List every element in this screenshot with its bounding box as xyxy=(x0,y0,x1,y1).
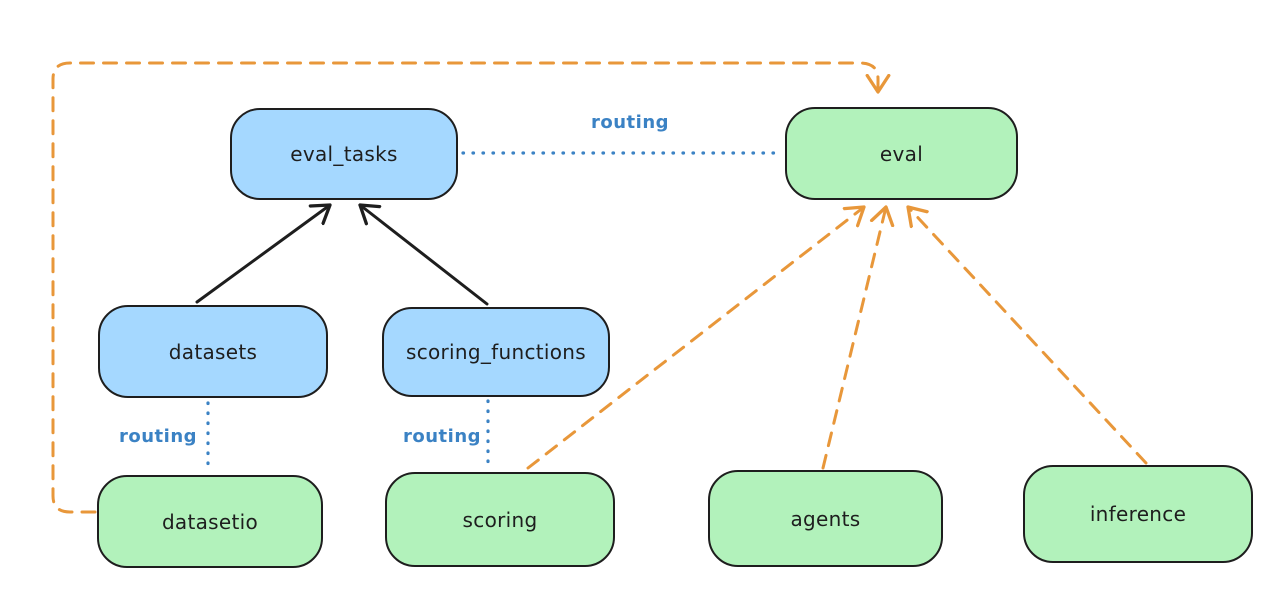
routing-label-datasets-datasetio: routing xyxy=(118,426,198,447)
node-agents: agents xyxy=(708,470,943,567)
node-eval: eval xyxy=(785,107,1018,200)
node-eval-tasks-label: eval_tasks xyxy=(290,142,398,166)
node-inference-label: inference xyxy=(1089,502,1187,526)
node-scoring-functions: scoring_functions xyxy=(382,307,610,397)
edge-datasetio-to-eval xyxy=(51,61,878,514)
node-inference: inference xyxy=(1023,465,1253,563)
edge-inference-to-eval xyxy=(908,207,1148,465)
node-agents-label: agents xyxy=(790,506,861,531)
edge-agents-to-eval xyxy=(821,207,886,470)
node-scoring-label: scoring xyxy=(462,507,538,532)
node-eval-tasks: eval_tasks xyxy=(230,108,458,200)
routing-label-eval-tasks-eval: routing xyxy=(590,112,670,133)
node-datasets-label: datasets xyxy=(168,339,258,364)
node-datasets: datasets xyxy=(98,305,328,398)
node-datasetio-label: datasetio xyxy=(161,509,259,534)
node-datasetio: datasetio xyxy=(97,475,323,568)
node-eval-label: eval xyxy=(879,141,924,166)
routing-label-scoring-functions-scoring: routing xyxy=(402,426,482,447)
node-scoring-functions-label: scoring_functions xyxy=(405,340,587,364)
edge-scoring-functions-to-eval-tasks xyxy=(360,205,489,306)
edge-datasets-to-eval-tasks xyxy=(195,205,330,304)
node-scoring: scoring xyxy=(385,472,615,567)
edge-scoring-to-eval xyxy=(526,207,864,470)
